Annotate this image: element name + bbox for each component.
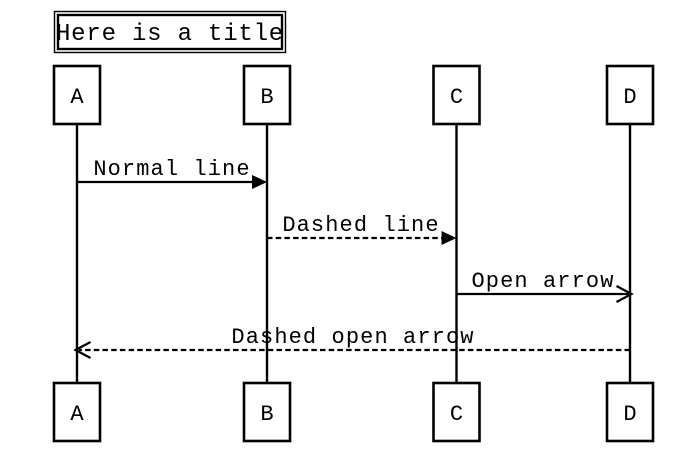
message-normal-line: Normal line: [77, 157, 267, 189]
actor-c-bottom: C: [432, 381, 481, 443]
actor-a-top: A: [52, 64, 102, 126]
actor-c-bottom-box: [432, 381, 481, 443]
actor-d-bottom-label: D: [623, 402, 636, 427]
actor-a-top-label: A: [70, 85, 84, 110]
message-dashed-open-arrow-arrowhead-open: [73, 341, 92, 359]
message-open-arrow-label: Open arrow: [471, 269, 614, 294]
actor-a-top-box: [52, 64, 102, 126]
actor-c-top-label: C: [450, 85, 463, 110]
actor-d-bottom: D: [605, 381, 655, 443]
actor-b-top: B: [242, 64, 292, 126]
actor-d-top: D: [605, 64, 655, 126]
title-border-outer: [53, 10, 287, 54]
message-dashed-line-arrowhead-filled: [441, 231, 457, 245]
message-dashed-open-arrow: Dashed open arrow: [73, 325, 630, 359]
actor-d-top-label: D: [623, 85, 636, 110]
title-text: Here is a title: [56, 21, 284, 48]
actor-a-bottom-label: A: [70, 402, 84, 427]
actor-b-bottom-box: [242, 381, 292, 443]
actor-a-bottom-box: [52, 381, 102, 443]
actor-d-bottom-box: [605, 381, 655, 443]
message-dashed-line: Dashed line: [267, 213, 457, 245]
message-normal-line-arrowhead-filled: [252, 175, 267, 189]
actor-b-bottom: B: [242, 381, 292, 443]
actor-a-bottom: A: [52, 381, 102, 443]
message-dashed-line-label: Dashed line: [282, 213, 439, 238]
actor-b-top-box: [242, 64, 292, 126]
actor-c-top-box: [432, 64, 481, 126]
message-open-arrow: Open arrow: [456, 269, 634, 303]
message-normal-line-label: Normal line: [93, 157, 250, 182]
message-open-arrow-arrowhead-open: [615, 285, 634, 303]
actor-c-bottom-label: C: [450, 402, 463, 427]
actor-d-top-box: [605, 64, 655, 126]
message-dashed-open-arrow-label: Dashed open arrow: [231, 325, 474, 350]
actor-c-top: C: [432, 64, 481, 126]
actor-b-top-label: B: [260, 85, 273, 110]
title-border-inner: [56, 13, 284, 51]
actor-b-bottom-label: B: [260, 402, 273, 427]
diagram-title: Here is a title: [53, 10, 287, 54]
